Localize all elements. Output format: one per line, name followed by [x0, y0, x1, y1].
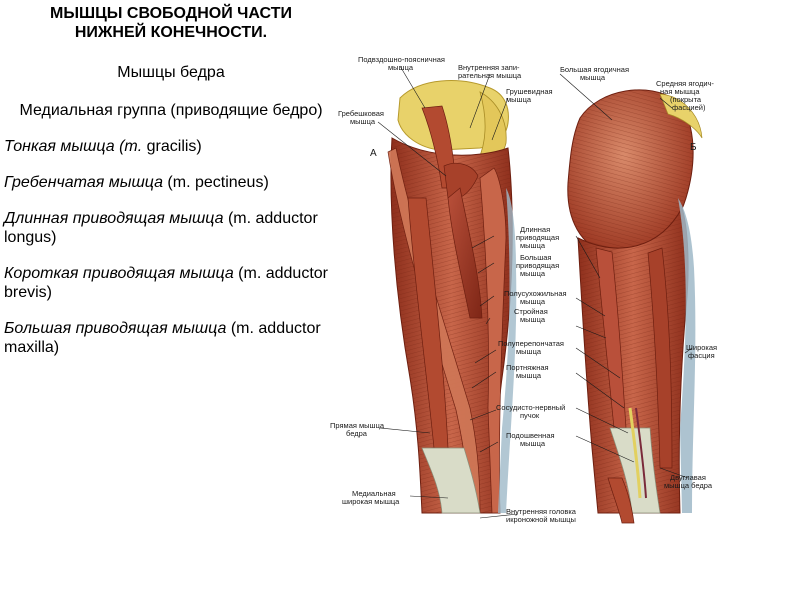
label-gluteus-medius-4: фасцией) [672, 103, 706, 112]
muscle-name-ru: Длинная приводящая мышца [4, 210, 224, 227]
label-pectineus-2: мышца [350, 117, 376, 126]
popliteal-tendons [609, 427, 661, 514]
thigh-anterior-view [387, 80, 517, 514]
label-rectus-femoris-1: Прямая мышца [330, 421, 385, 430]
slide-title: МЫШЦЫ СВОБОДНОЙ ЧАСТИ НИЖНЕЙ КОНЕЧНОСТИ. [4, 4, 338, 42]
adductor-longus-muscle [447, 187, 483, 319]
slide-title-line-2: НИЖНЕЙ КОНЕЧНОСТИ. [74, 24, 268, 41]
label-iliopsoas-2: мышца [388, 63, 414, 72]
label-pectineus-1: Гребешковая [338, 109, 384, 118]
muscle-item-pectineus: Гребенчатая мышца (m. pectineus) [4, 173, 338, 192]
label-adductor-magnus-2: приводящая [516, 261, 559, 270]
label-gluteus-maximus-2: мышца [580, 73, 606, 82]
label-semitendinosus-1: Полусухожильная [504, 289, 567, 298]
fascia-strip-anterior [498, 188, 517, 513]
neurovascular-bundle-vessel [635, 407, 647, 499]
label-gluteus-medius-1: Средняя ягодич- [656, 79, 714, 88]
label-adductor-magnus-3: мышца [520, 269, 546, 278]
anatomy-illustration: А Б [330, 55, 717, 524]
group-heading: Медиальная группа (приводящие бедро) [19, 102, 323, 119]
slide-title-line-1: МЫШЦЫ СВОБОДНОЙ ЧАСТИ [50, 5, 292, 22]
muscle-item-adductor-magnus: Большая приводящая мышца (m. adductor ma… [4, 319, 338, 357]
label-rectus-femoris-2: бедра [346, 429, 368, 438]
label-gluteus-medius-2: ная мышца [660, 87, 700, 96]
muscle-item-adductor-brevis: Короткая приводящая мышца (m. adductor b… [4, 264, 338, 302]
gracilis-muscle [479, 167, 507, 514]
label-neurovascular-1: Сосудисто-нервный [496, 403, 565, 412]
gastrocnemius-medial-head [607, 477, 635, 524]
label-semimembranosus-2: мышца [516, 347, 542, 356]
label-internal-obturator-1: Внутренняя запи- [458, 63, 520, 72]
label-gastrocnemius-2: икроножной мышцы [506, 515, 576, 524]
panel-letter-b: Б [690, 142, 697, 153]
panel-letter-a: А [370, 148, 377, 159]
muscle-name-ru: Короткая приводящая мышца [4, 265, 234, 282]
muscle-name-ru: Гребенчатая мышца [4, 174, 163, 191]
label-semitendinosus-2: мышца [520, 297, 546, 306]
label-adductor-magnus-1: Большая [520, 253, 551, 262]
gluteus-medius-fascia [659, 93, 703, 139]
label-semimembranosus-1: Полуперепончатая [498, 339, 564, 348]
label-sartorius-1: Портняжная [506, 363, 549, 372]
knee-tendon-anterior [421, 447, 481, 514]
label-gracilis-2: мышца [520, 315, 546, 324]
label-iliopsoas-1: Подвздошно-поясничная [358, 55, 445, 64]
label-internal-obturator-2: рательная мышца [458, 71, 522, 80]
label-gracilis-1: Стройная [514, 307, 548, 316]
biceps-femoris-muscle [647, 247, 673, 469]
muscle-item-gracilis: Тонкая мышца (m. gracilis) [4, 137, 338, 156]
label-gluteus-medius-3: (покрыта [670, 95, 702, 104]
label-plantaris-2: мышца [520, 439, 546, 448]
label-sartorius-2: мышца [516, 371, 542, 380]
gluteus-maximus-fibers [567, 89, 694, 254]
label-vastus-medialis-2: широкая мышца [342, 497, 400, 506]
muscle-name-lat: (m. adductor longus) [4, 210, 318, 246]
muscle-name-ru: Большая приводящая мышца [4, 320, 227, 337]
slide-text-column: МЫШЦЫ СВОБОДНОЙ ЧАСТИ НИЖНЕЙ КОНЕЧНОСТИ.… [4, 4, 338, 374]
label-biceps-femoris-1: Двуглавая [670, 473, 706, 482]
label-plantaris-1: Подошвенная [506, 431, 555, 440]
label-neurovascular-2: пучок [520, 411, 540, 420]
label-vastus-medialis-1: Медиальная [352, 489, 396, 498]
label-piriformis-1: Грушевидная [506, 87, 553, 96]
label-adductor-longus-3: мышца [520, 241, 546, 250]
thigh-posterior-view [567, 89, 703, 524]
muscle-name-lat: (m. adductor brevis) [4, 265, 328, 301]
label-piriformis-2: мышца [506, 95, 532, 104]
fascia-lata-posterior [678, 198, 696, 513]
slide-subtitle: Мышцы бедра [117, 64, 225, 81]
muscle-name-lat: (m. adductor maxilla) [4, 320, 321, 356]
label-fascia-lata-2: фасция [688, 351, 715, 360]
muscle-name-ru: Тонкая мышца (m. [4, 138, 143, 155]
figure-labels: Подвздошно-поясничная мышца Внутренняя з… [330, 55, 717, 524]
label-gluteus-maximus-1: Большая ягодичная [560, 65, 629, 74]
muscle-item-adductor-longus: Длинная приводящая мышца (m. adductor lo… [4, 209, 338, 247]
muscle-name-lat: gracilis) [142, 138, 202, 155]
neurovascular-bundle [628, 407, 642, 499]
label-fascia-lata-1: Широкая [686, 343, 717, 352]
muscle-name-lat: (m. pectineus) [162, 174, 269, 191]
thigh-muscles-figure: А Б [330, 48, 730, 530]
label-adductor-longus-1: Длинная [520, 225, 550, 234]
label-biceps-femoris-2: мышца бедра [664, 481, 713, 490]
leader-lines [377, 65, 693, 519]
label-adductor-longus-2: приводящая [516, 233, 559, 242]
label-gastrocnemius-1: Внутренняя головка [506, 507, 577, 516]
